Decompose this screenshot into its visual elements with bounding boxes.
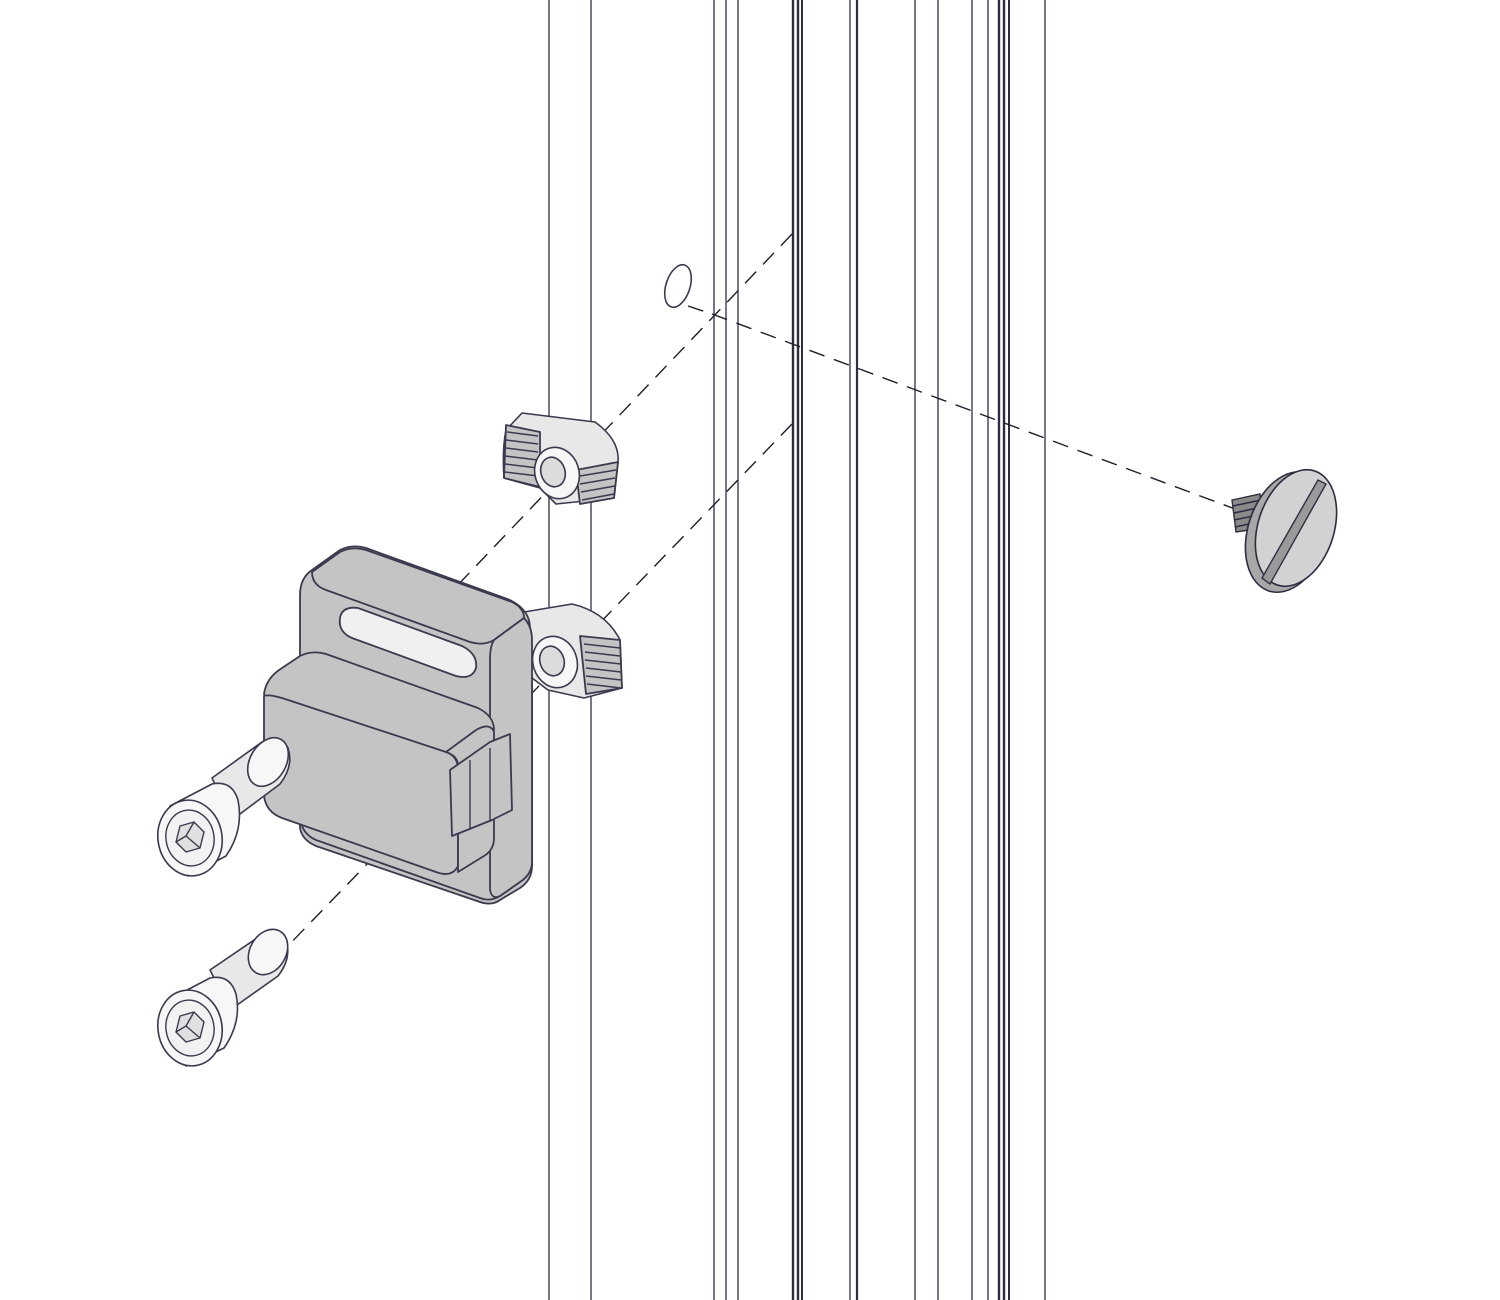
t-nut-upper	[502, 412, 619, 505]
socket-head-screw-upper	[157, 736, 291, 877]
socket-head-screw-lower	[157, 928, 289, 1067]
t-nut-lower	[523, 603, 623, 699]
latch-block	[263, 545, 533, 905]
aluminium-profile	[548, 0, 1046, 1300]
o-ring	[663, 263, 693, 309]
slotted-thumb-screw	[1231, 468, 1338, 594]
assembly-guide-lines	[225, 233, 1271, 1011]
